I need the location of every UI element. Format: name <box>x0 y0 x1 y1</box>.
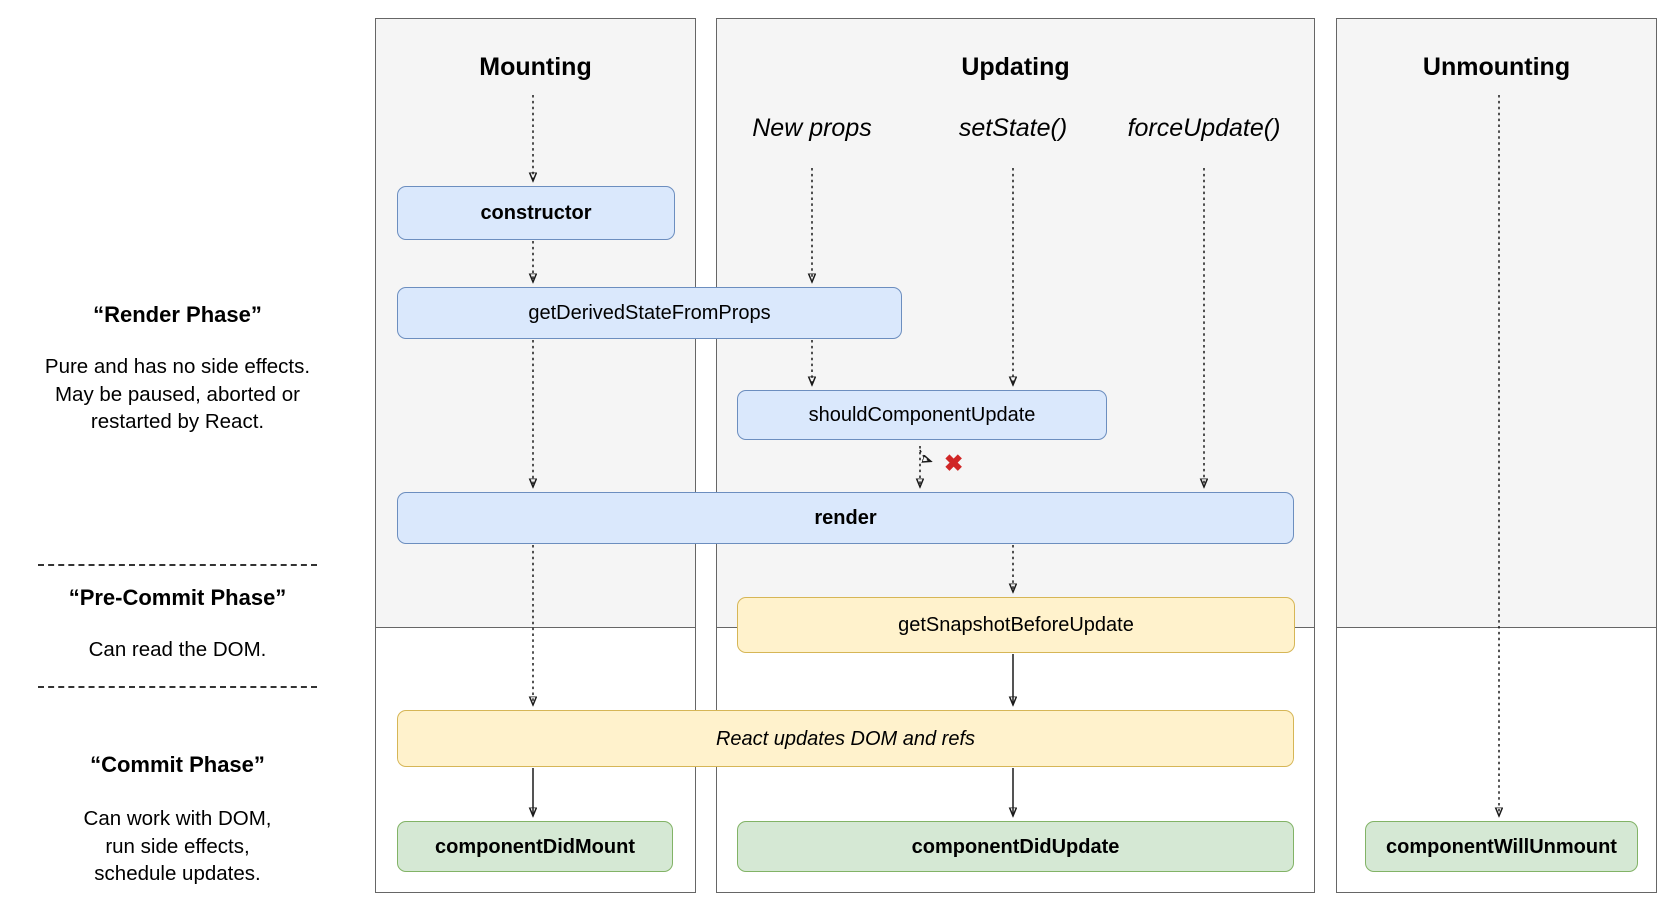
pre-commit-phase-title: “Pre-Commit Phase” <box>68 585 287 610</box>
box-render: render <box>397 492 1294 544</box>
box-constructor: constructor <box>397 186 675 240</box>
column-title-mounting: Mounting <box>479 53 592 81</box>
box-component-did-mount: componentDidMount <box>397 821 673 872</box>
pre-commit-phase-line: Can read the DOM. <box>88 638 267 661</box>
box-get-snapshot-before-update: getSnapshotBeforeUpdate <box>737 597 1295 653</box>
box-should-component-update: shouldComponentUpdate <box>737 390 1107 440</box>
skip-render-icon: ✖ <box>944 450 964 476</box>
trigger-force-update: forceUpdate() <box>1127 114 1281 142</box>
column-unmounting: Unmounting <box>1336 18 1657 893</box>
trigger-set-state: setState() <box>958 114 1068 142</box>
commit-phase-line: schedule updates. <box>94 862 261 885</box>
box-component-did-update: componentDidUpdate <box>737 821 1294 872</box>
column-title-unmounting: Unmounting <box>1422 53 1571 81</box>
render-phase-line: restarted by React. <box>90 410 265 433</box>
box-component-will-unmount: componentWillUnmount <box>1365 821 1638 872</box>
commit-phase-description: Can work with DOM, run side effects, sch… <box>30 805 325 888</box>
trigger-new-props: New props <box>752 114 872 142</box>
render-phase-line: Pure and has no side effects. <box>44 355 311 378</box>
commit-phase-line: run side effects, <box>105 834 250 858</box>
commit-phase-line: Can work with DOM, <box>83 807 272 830</box>
column-title-updating: Updating <box>961 53 1070 81</box>
pre-commit-phase-description: Can read the DOM. <box>30 636 325 664</box>
phase-divider <box>38 686 317 688</box>
render-phase-background <box>1337 19 1656 628</box>
render-phase-line: May be paused, aborted or <box>54 382 301 406</box>
render-phase-title: “Render Phase” <box>93 302 262 327</box>
box-get-derived-state-from-props: getDerivedStateFromProps <box>397 287 902 339</box>
phase-divider <box>38 564 317 566</box>
box-react-updates-dom: React updates DOM and refs <box>397 710 1294 767</box>
commit-phase-title: “Commit Phase” <box>90 752 265 777</box>
render-phase-description: Pure and has no side effects. May be pau… <box>30 353 325 436</box>
